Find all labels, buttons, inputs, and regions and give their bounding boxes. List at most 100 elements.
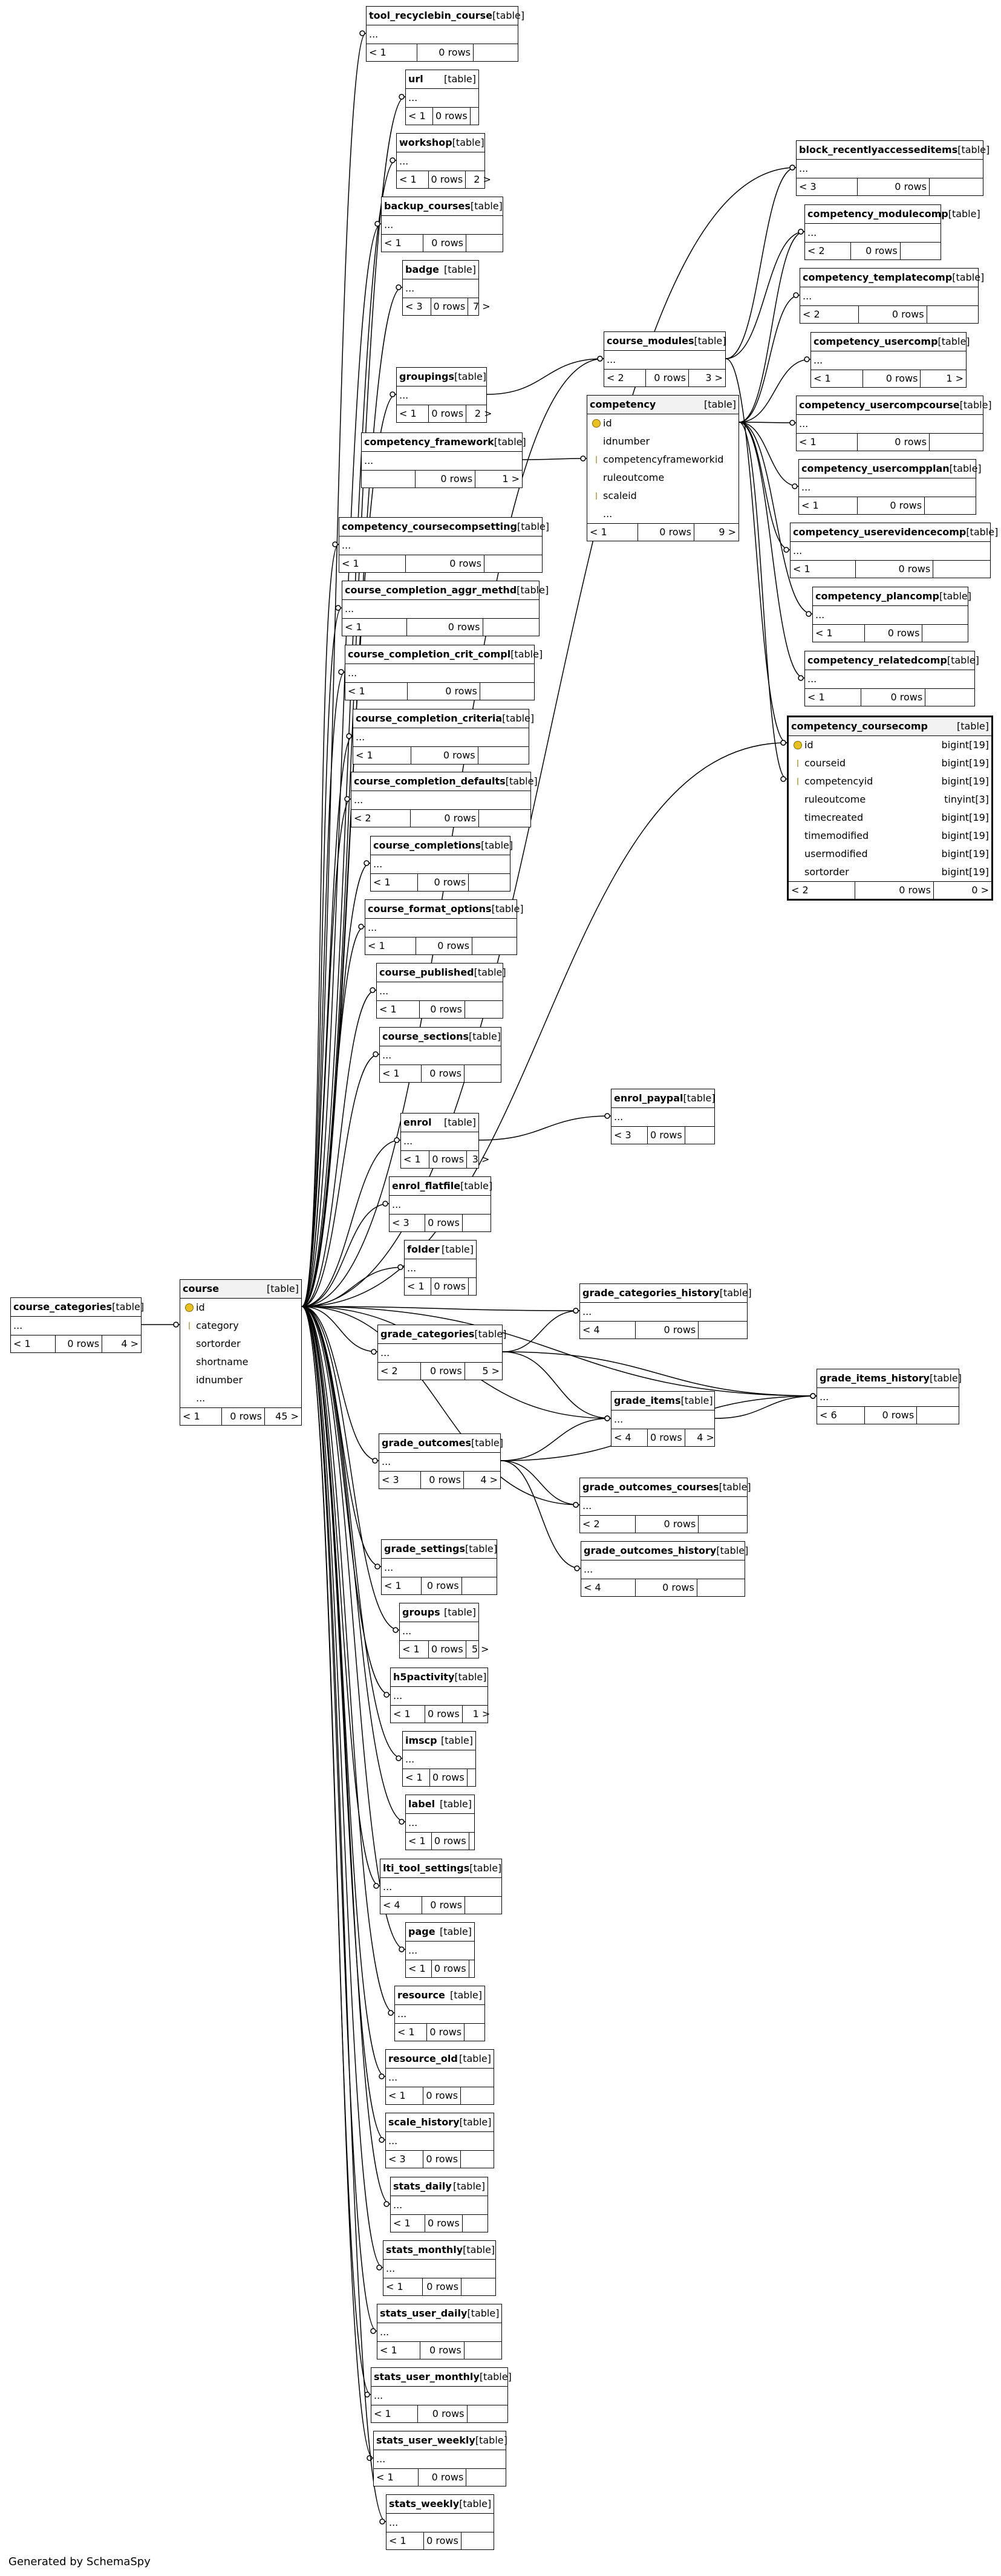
table-name[interactable]: competency_templatecomp [803, 272, 953, 283]
children-count[interactable]: 1 > [472, 1708, 491, 1720]
children-count[interactable] [930, 178, 983, 195]
parents-count[interactable]: < 1 [367, 44, 417, 61]
parents-count[interactable]: < 1 [397, 405, 429, 422]
table-name[interactable]: course_modules [607, 335, 694, 347]
table-name[interactable]: competency_usercomp [814, 336, 938, 347]
table-name[interactable]: course_format_options [368, 903, 492, 915]
table-name[interactable]: stats_user_weekly [376, 2434, 475, 2446]
table-name[interactable]: stats_user_monthly [374, 2371, 480, 2382]
table-name[interactable]: h5pactivity [393, 1671, 455, 1683]
table-name[interactable]: stats_monthly [386, 2244, 463, 2255]
children-count[interactable] [471, 108, 494, 125]
children-count[interactable] [917, 1407, 959, 1424]
children-count[interactable] [930, 434, 983, 451]
table-name[interactable]: groups [402, 1606, 440, 1618]
children-count[interactable]: 4 > [121, 1338, 139, 1349]
parents-count[interactable]: < 1 [401, 1151, 430, 1168]
children-count[interactable]: 4 > [697, 1432, 714, 1443]
parents-count[interactable]: < 1 [380, 1065, 422, 1082]
parents-count[interactable] [362, 471, 416, 487]
children-count[interactable] [465, 1065, 501, 1082]
table-name[interactable]: competency_modulecomp [807, 208, 948, 220]
parents-count[interactable]: < 1 [383, 2278, 423, 2295]
children-count[interactable]: 2 > [474, 408, 492, 419]
table-name[interactable]: grade_categories [380, 1328, 475, 1340]
parents-count[interactable]: < 1 [791, 561, 856, 578]
table-name[interactable]: course_sections [382, 1031, 469, 1042]
table-name[interactable]: enrol [403, 1117, 432, 1128]
table-name[interactable]: grade_outcomes_history [584, 1545, 717, 1556]
children-count[interactable]: 3 > [705, 372, 723, 383]
table-name[interactable]: course_completion_aggr_methd [345, 584, 517, 596]
children-count[interactable] [933, 561, 990, 578]
table-name[interactable]: course_published [379, 967, 474, 978]
table-name[interactable]: stats_weekly [389, 2498, 460, 2509]
parents-count[interactable]: < 1 [406, 1960, 432, 1977]
children-count[interactable] [466, 235, 503, 252]
parents-count[interactable]: < 1 [371, 874, 418, 891]
parents-count[interactable]: < 6 [817, 1407, 866, 1424]
children-count[interactable] [927, 306, 978, 323]
table-name[interactable]: grade_outcomes [382, 1437, 471, 1449]
children-count[interactable] [461, 2087, 494, 2104]
table-course-completion-crit-compl[interactable]: course_completion_crit_compl[table]...< … [345, 645, 543, 700]
table-name[interactable]: url [408, 73, 423, 85]
parents-count[interactable]: < 1 [813, 625, 865, 642]
children-count[interactable]: 1 > [946, 373, 964, 384]
table-name[interactable]: page [408, 1926, 435, 1937]
parents-count[interactable]: < 1 [799, 497, 858, 514]
children-count[interactable] [478, 747, 529, 764]
parents-count[interactable]: < 2 [805, 243, 852, 259]
table-name[interactable]: groupings [399, 371, 455, 382]
parents-count[interactable]: < 1 [342, 619, 407, 636]
parents-count[interactable]: < 2 [378, 1363, 421, 1380]
table-name[interactable]: course [183, 1283, 220, 1294]
table-name[interactable]: backup_courses [384, 200, 471, 212]
parents-count[interactable]: < 1 [371, 2405, 418, 2422]
children-count[interactable]: 7 > [473, 301, 491, 312]
table-competency-coursecompsetting[interactable]: competency_coursecompsetting[table]...< … [339, 517, 549, 573]
table-name[interactable]: competency_plancomp [815, 590, 939, 602]
parents-count[interactable]: < 3 [611, 1127, 648, 1144]
children-count[interactable] [465, 2024, 492, 2041]
children-count[interactable] [461, 2278, 495, 2295]
children-count[interactable] [901, 243, 941, 259]
table-name[interactable]: grade_items [614, 1395, 681, 1406]
parents-count[interactable]: < 1 [386, 2087, 424, 2104]
table-name[interactable]: competency_coursecomp [791, 720, 928, 732]
children-count[interactable]: 1 > [502, 473, 520, 484]
parents-count[interactable]: < 2 [580, 1516, 636, 1533]
parents-count[interactable]: < 1 [397, 171, 429, 188]
parents-count[interactable]: < 1 [180, 1408, 222, 1425]
children-count[interactable] [465, 2342, 501, 2359]
children-count[interactable]: 2 > [474, 174, 491, 185]
children-count[interactable] [925, 497, 976, 514]
parents-count[interactable]: < 1 [339, 555, 406, 572]
parents-count[interactable]: < 4 [380, 1897, 422, 1914]
children-count[interactable]: 5 > [471, 1643, 489, 1655]
children-count[interactable] [922, 625, 968, 642]
parents-count[interactable]: < 1 [805, 689, 861, 706]
table-name[interactable]: course_completion_crit_compl [348, 648, 511, 660]
children-count[interactable] [699, 1322, 747, 1339]
parents-count[interactable]: < 1 [382, 235, 423, 252]
parents-count[interactable]: < 1 [406, 108, 433, 125]
